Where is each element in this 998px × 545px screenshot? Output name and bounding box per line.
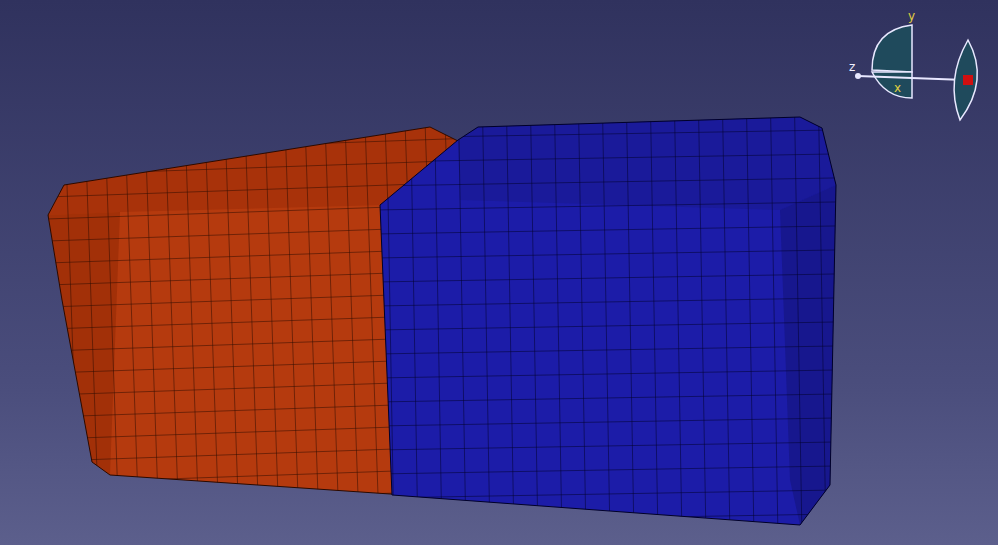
axis-label: y — [908, 10, 915, 22]
axis-label: z — [849, 61, 855, 73]
axis-label: x — [894, 82, 901, 94]
blue-mesh-block — [370, 100, 850, 540]
compass-widget — [855, 25, 977, 120]
